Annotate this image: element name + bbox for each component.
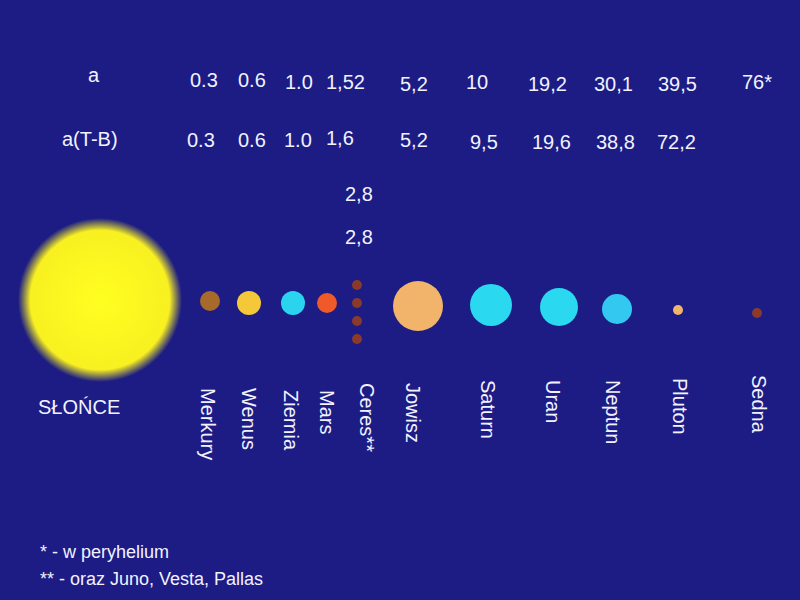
- body-name: Uran: [542, 380, 564, 423]
- asteroid-belt-value: 2,8: [345, 226, 373, 248]
- semi-major-axis-value: 10: [466, 71, 488, 93]
- body-name: Pluton: [669, 378, 691, 435]
- titius-bode-value: 19,6: [532, 131, 571, 153]
- asteroid-belt-value: 2,8: [345, 183, 373, 205]
- semi-major-axis-value: 0.3: [190, 69, 218, 91]
- body-name: SŁOŃCE: [38, 396, 120, 418]
- body-name: Saturn: [477, 380, 499, 439]
- asteroid-dot: [352, 334, 362, 344]
- titius-bode-value: 1,6: [326, 127, 354, 149]
- mercury-disc: [200, 291, 220, 311]
- titius-bode-value: 1.0: [284, 129, 312, 151]
- semi-major-axis-value: 30,1: [594, 73, 633, 95]
- semi-major-axis-value: 5,2: [400, 73, 428, 95]
- semi-major-axis-value: 1.0: [285, 71, 313, 93]
- titius-bode-value: 5,2: [400, 129, 428, 151]
- asteroid-dot: [352, 316, 362, 326]
- body-name: Ziemia: [280, 390, 302, 450]
- semi-major-axis-value: 76*: [742, 71, 772, 93]
- asteroid-dot: [352, 280, 362, 290]
- footnote: * - w peryhelium: [40, 541, 169, 563]
- row-header: a: [88, 64, 99, 86]
- sun-disc: [18, 218, 182, 382]
- saturn-disc: [470, 284, 512, 326]
- titius-bode-value: 0.6: [238, 129, 266, 151]
- body-name: Ceres**: [356, 383, 378, 452]
- pluto-disc: [673, 305, 683, 315]
- uranus-disc: [540, 288, 578, 326]
- titius-bode-value: 38,8: [596, 131, 635, 153]
- footnote: ** - oraz Juno, Vesta, Pallas: [40, 568, 263, 590]
- semi-major-axis-value: 1,52: [326, 71, 365, 93]
- sedna-disc: [752, 308, 762, 318]
- jupiter-disc: [393, 281, 443, 331]
- titius-bode-value: 0.3: [187, 129, 215, 151]
- semi-major-axis-value: 19,2: [528, 73, 567, 95]
- neptune-disc: [602, 294, 632, 324]
- body-name: Merkury: [197, 388, 219, 460]
- body-name: Wenus: [238, 388, 260, 450]
- titius-bode-value: 72,2: [657, 131, 696, 153]
- earth-disc: [281, 291, 305, 315]
- body-name: Mars: [316, 390, 338, 434]
- semi-major-axis-value: 39,5: [658, 73, 697, 95]
- row-header: a(T-B): [62, 128, 118, 150]
- semi-major-axis-value: 0.6: [238, 69, 266, 91]
- venus-disc: [237, 291, 261, 315]
- asteroid-dot: [352, 298, 362, 308]
- body-name: Jowisz: [402, 383, 424, 443]
- titius-bode-value: 9,5: [470, 131, 498, 153]
- body-name: Neptun: [602, 380, 624, 445]
- body-name: Sedna: [748, 375, 770, 433]
- mars-disc: [317, 293, 337, 313]
